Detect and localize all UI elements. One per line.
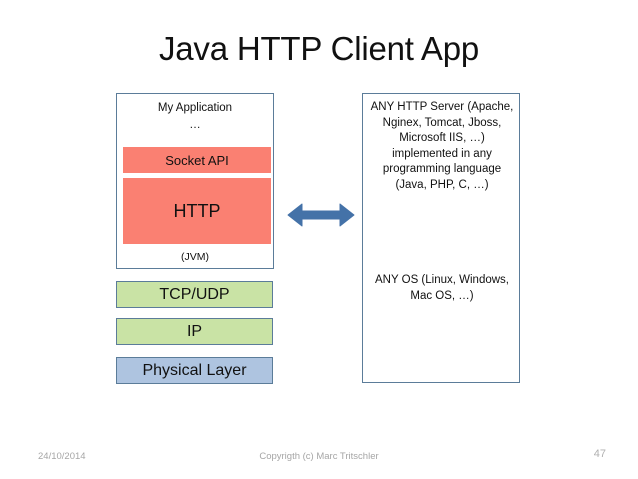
- socket-api-layer: Socket API: [123, 147, 271, 173]
- footer-date: 24/10/2014: [38, 451, 86, 462]
- double-headed-arrow-icon: [287, 203, 355, 227]
- http-layer: HTTP: [123, 178, 271, 244]
- client-app-label: My Application: [157, 102, 233, 114]
- client-application-box: My Application … Socket API HTTP (JVM): [116, 93, 274, 269]
- physical-layer: Physical Layer: [116, 357, 273, 384]
- footer-copyright: Copyrigth (c) Marc Tritschler: [259, 451, 379, 462]
- http-label: HTTP: [173, 200, 221, 221]
- server-box: ANY HTTP Server (Apache, Nginex, Tomcat,…: [362, 93, 520, 383]
- server-description: ANY HTTP Server (Apache, Nginex, Tomcat,…: [370, 101, 514, 191]
- jvm-label: (JVM): [181, 251, 209, 263]
- socket-api-label: Socket API: [165, 152, 229, 168]
- footer-page-number: 47: [593, 448, 606, 460]
- client-app-ellipsis: …: [189, 119, 201, 131]
- physical-layer-label: Physical Layer: [142, 361, 247, 379]
- ip-layer: IP: [116, 318, 273, 345]
- page-title: Java HTTP Client App: [158, 30, 480, 67]
- ip-label: IP: [186, 322, 203, 340]
- tcp-udp-label: TCP/UDP: [159, 285, 230, 303]
- tcp-udp-layer: TCP/UDP: [116, 281, 273, 308]
- server-os-description: ANY OS (Linux, Windows, Mac OS, …): [374, 274, 509, 302]
